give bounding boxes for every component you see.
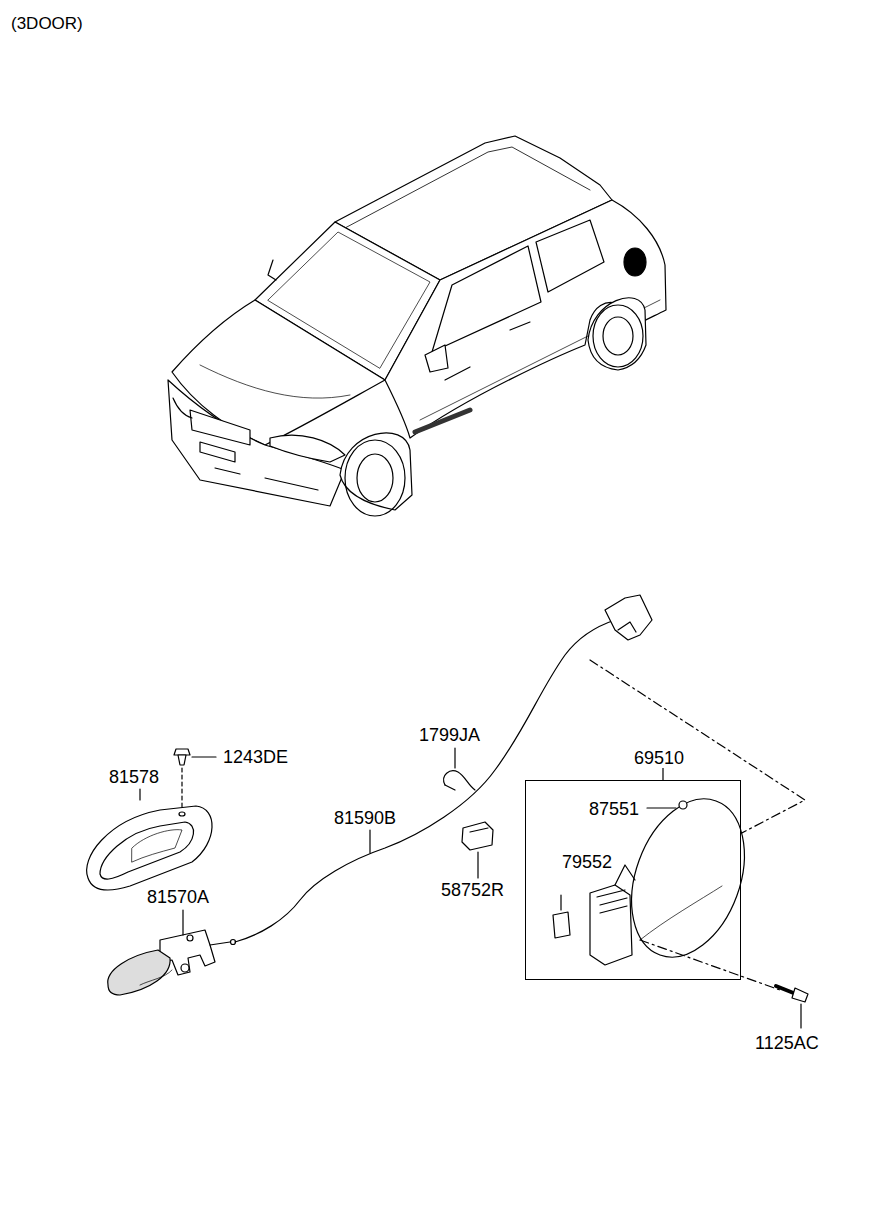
bolt-symbol [776, 986, 808, 1028]
fuel-door [553, 768, 780, 990]
callout-number: 81570A [146, 887, 210, 907]
car-illustration [168, 136, 666, 516]
callout-number: 1243DE [222, 747, 289, 767]
callout-number: 81578 [108, 767, 160, 787]
assembly-number: 69510 [633, 748, 685, 768]
callout-number: 87551 [588, 799, 640, 819]
callout-number: 1125AC [754, 1033, 820, 1053]
callout-number: 79552 [561, 852, 613, 872]
handle-bracket [108, 910, 236, 995]
screw-symbol [174, 749, 216, 810]
view-note: (3DOOR) [10, 14, 84, 34]
callout-number: 81590B [333, 808, 397, 828]
callout-number: 58752R [440, 880, 505, 900]
bezel-part [87, 789, 212, 890]
callout-number: 1799JA [418, 725, 481, 745]
assembly-box: 695108755179552 [525, 780, 741, 980]
holder-part [462, 822, 493, 878]
clip-part [444, 748, 475, 790]
